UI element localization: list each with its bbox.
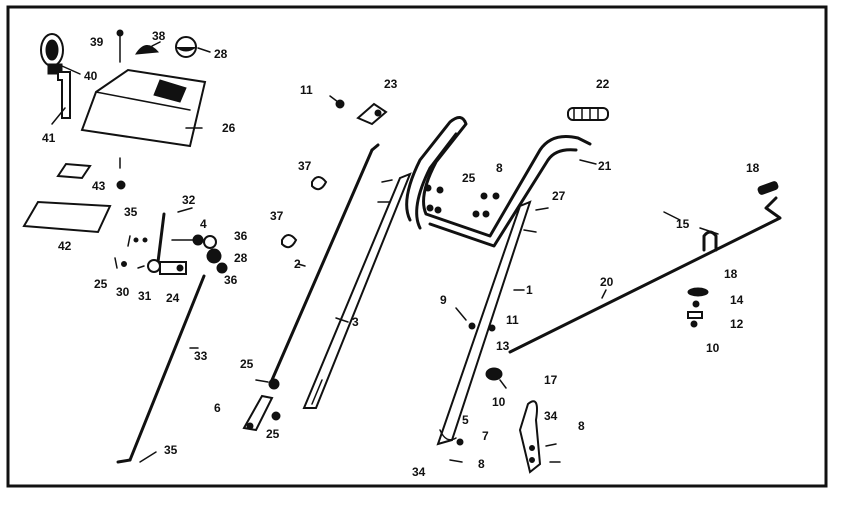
part-2-rod [270,143,380,382]
label-25: 25 [94,277,108,291]
label-14: 14 [730,293,744,307]
part-26-shield [80,68,207,148]
label-28-lower: 28 [234,251,248,265]
label-18: 18 [746,161,760,175]
label-21: 21 [598,159,612,173]
label-27: 27 [552,189,566,203]
label-12: 12 [730,317,744,331]
part-37-clip-lower [281,234,298,249]
part-20-rod [508,196,782,354]
part-15-clamp [702,230,718,252]
label-30: 30 [116,285,130,299]
label-31: 31 [138,289,152,303]
part-6-bracket [242,394,281,432]
label-10: 10 [492,395,506,409]
part-8-screw [449,459,463,463]
label-25-bottom: 25 [266,427,280,441]
part-17-bracket [518,400,542,474]
label-3: 3 [352,315,359,329]
label-34: 34 [412,465,426,479]
part-18-14-12-10-assembly [687,287,709,328]
part-23-clip [356,102,388,126]
label-8-right: 8 [578,419,585,433]
label-5: 5 [462,413,469,427]
label-36: 36 [234,229,248,243]
label-34-right: 34 [544,409,558,423]
label-10-right: 10 [706,341,720,355]
label-23: 23 [384,77,398,91]
part-39-pin [116,29,124,63]
part-cluster-hardware [114,212,228,275]
label-1: 1 [526,283,533,297]
label-38: 38 [152,29,166,43]
part-18-grip-upper [757,181,779,195]
part-42-plate [22,200,112,234]
part-43-plate [56,162,92,180]
label-8: 8 [496,161,503,175]
label-36-lower: 36 [224,273,238,287]
label-11: 11 [300,83,313,97]
label-9: 9 [440,293,447,307]
part-10-spring [499,379,507,389]
part-13-knob [485,367,503,381]
label-42: 42 [58,239,72,253]
part-41-bracket [57,71,71,119]
label-24: 24 [166,291,180,305]
part-1-handle [436,200,532,446]
label-35-lower: 35 [164,443,178,457]
leader-lines [51,41,719,463]
label-18-lower: 18 [724,267,738,281]
label-13: 13 [496,339,510,353]
label-33: 33 [194,349,208,363]
label-26: 26 [222,121,236,135]
part-37-clip-upper [311,176,328,191]
label-20: 20 [600,275,614,289]
label-32: 32 [182,193,196,207]
label-25-upper: 25 [462,171,476,185]
label-37: 37 [298,159,312,173]
part-21-handle [405,116,592,248]
label-43: 43 [92,179,106,193]
part-hardware [116,180,126,190]
label-35: 35 [124,205,138,219]
label-15: 15 [676,217,690,231]
label-22: 22 [596,77,610,91]
part-11-nut-lower [488,324,496,332]
part-labels: 39 38 28 40 41 26 43 42 35 32 4 36 28 36… [42,29,760,479]
label-4: 4 [200,217,207,231]
part-8-bolts [424,184,500,218]
label-41: 41 [42,131,56,145]
part-38-cap [135,45,160,55]
label-7: 7 [482,429,489,443]
part-screw [523,229,537,233]
part-34-screw [545,443,557,447]
part-40-lamp [40,33,64,75]
part-3-handle [302,172,412,409]
part-25-nut [268,378,280,390]
part-22-grip [567,107,609,121]
part-27-screw [535,207,549,211]
diagram-border [6,5,828,488]
label-37-lower: 37 [270,209,284,223]
label-40: 40 [84,69,98,83]
label-2: 2 [294,257,301,271]
part-33-rod [116,274,206,464]
label-17: 17 [544,373,558,387]
part-screw [381,179,393,183]
label-28: 28 [214,47,228,61]
label-6: 6 [214,401,221,415]
part-7-nut [456,438,464,446]
label-8-lower: 8 [478,457,485,471]
label-39: 39 [90,35,104,49]
label-25-mid: 25 [240,357,254,371]
label-11-lower: 11 [506,313,519,327]
part-28-knob [175,36,197,58]
part-9-bolt [468,322,476,330]
